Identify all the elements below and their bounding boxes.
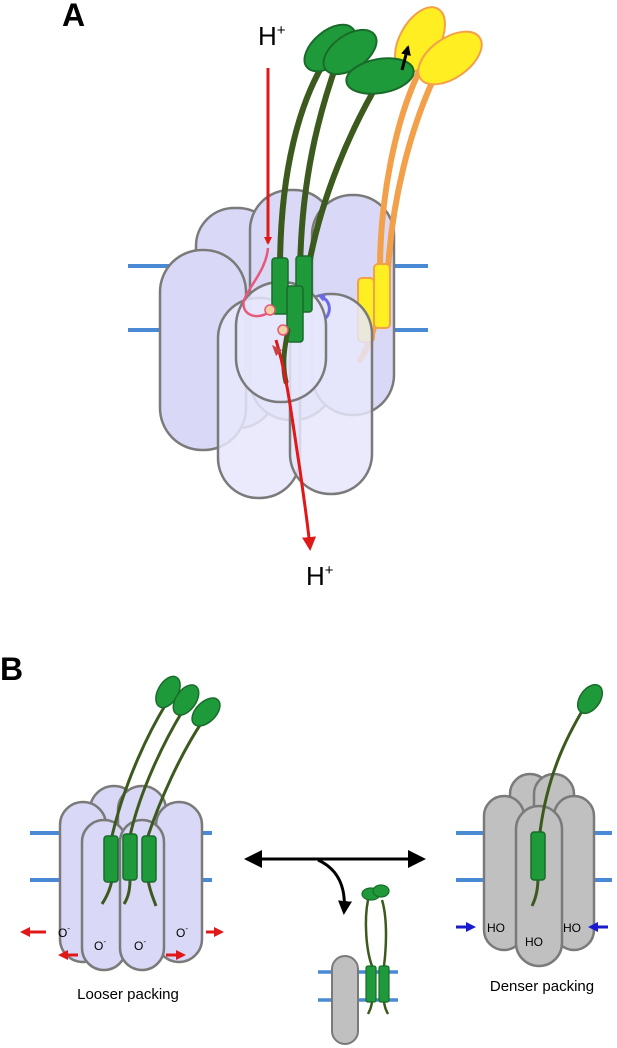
isolated-tm-helices	[365, 965, 390, 1003]
green-domain-heads	[303, 23, 415, 95]
svg-text:O-: O-	[94, 937, 106, 953]
closed-linker-tail	[530, 877, 540, 907]
green-linkers	[277, 55, 383, 283]
panel-a-letter: A	[62, 0, 85, 33]
panel-b: B	[0, 651, 612, 1045]
svg-text:O-: O-	[176, 924, 188, 940]
movement-arrow	[400, 45, 411, 71]
proton-path-turn	[242, 247, 275, 318]
green-tm-helices	[271, 255, 313, 343]
proton-path-arrow-out	[274, 339, 317, 551]
equilibrium-arrow	[244, 850, 426, 868]
proton-binding-sites	[264, 304, 289, 336]
open-linkers	[100, 703, 204, 907]
proton-label-out: H+	[306, 561, 334, 591]
svg-text:O-: O-	[134, 937, 146, 953]
panel-a: A	[62, 0, 483, 591]
yellow-domain-heads	[394, 6, 483, 86]
svg-text:HO: HO	[563, 921, 581, 935]
protonated-labels: HO HO HO	[487, 921, 581, 949]
proton-label-in: H+	[258, 21, 286, 51]
isolated-domain-heads	[361, 884, 390, 901]
open-tm-helices	[103, 833, 157, 883]
isolated-subunit	[318, 884, 398, 1045]
curved-transition-arrow	[317, 858, 352, 915]
svg-text:HO: HO	[525, 935, 543, 949]
binding-mark	[272, 345, 282, 356]
panel-b-letter: B	[0, 651, 23, 687]
inward-force-arrows	[456, 922, 608, 932]
closed-domain-head	[576, 683, 604, 715]
deprotonated-labels: O- O- O- O-	[58, 924, 188, 953]
rotation-arrow	[317, 294, 331, 319]
outward-force-arrows	[20, 927, 224, 960]
denser-packing-caption: Denser packing	[490, 978, 594, 995]
channel-subunits-front	[216, 280, 374, 500]
open-domain-heads	[155, 675, 221, 727]
isolated-grey-subunit	[331, 955, 359, 1045]
closed-tm-helix	[530, 831, 546, 881]
looser-packing-caption: Looser packing	[77, 986, 179, 1003]
svg-text:O-: O-	[58, 924, 70, 940]
closed-channel: HO HO HO Denser packing	[456, 683, 612, 995]
svg-text:HO: HO	[487, 921, 505, 935]
open-channel: O- O- O- O- Looser packing	[20, 675, 224, 1003]
